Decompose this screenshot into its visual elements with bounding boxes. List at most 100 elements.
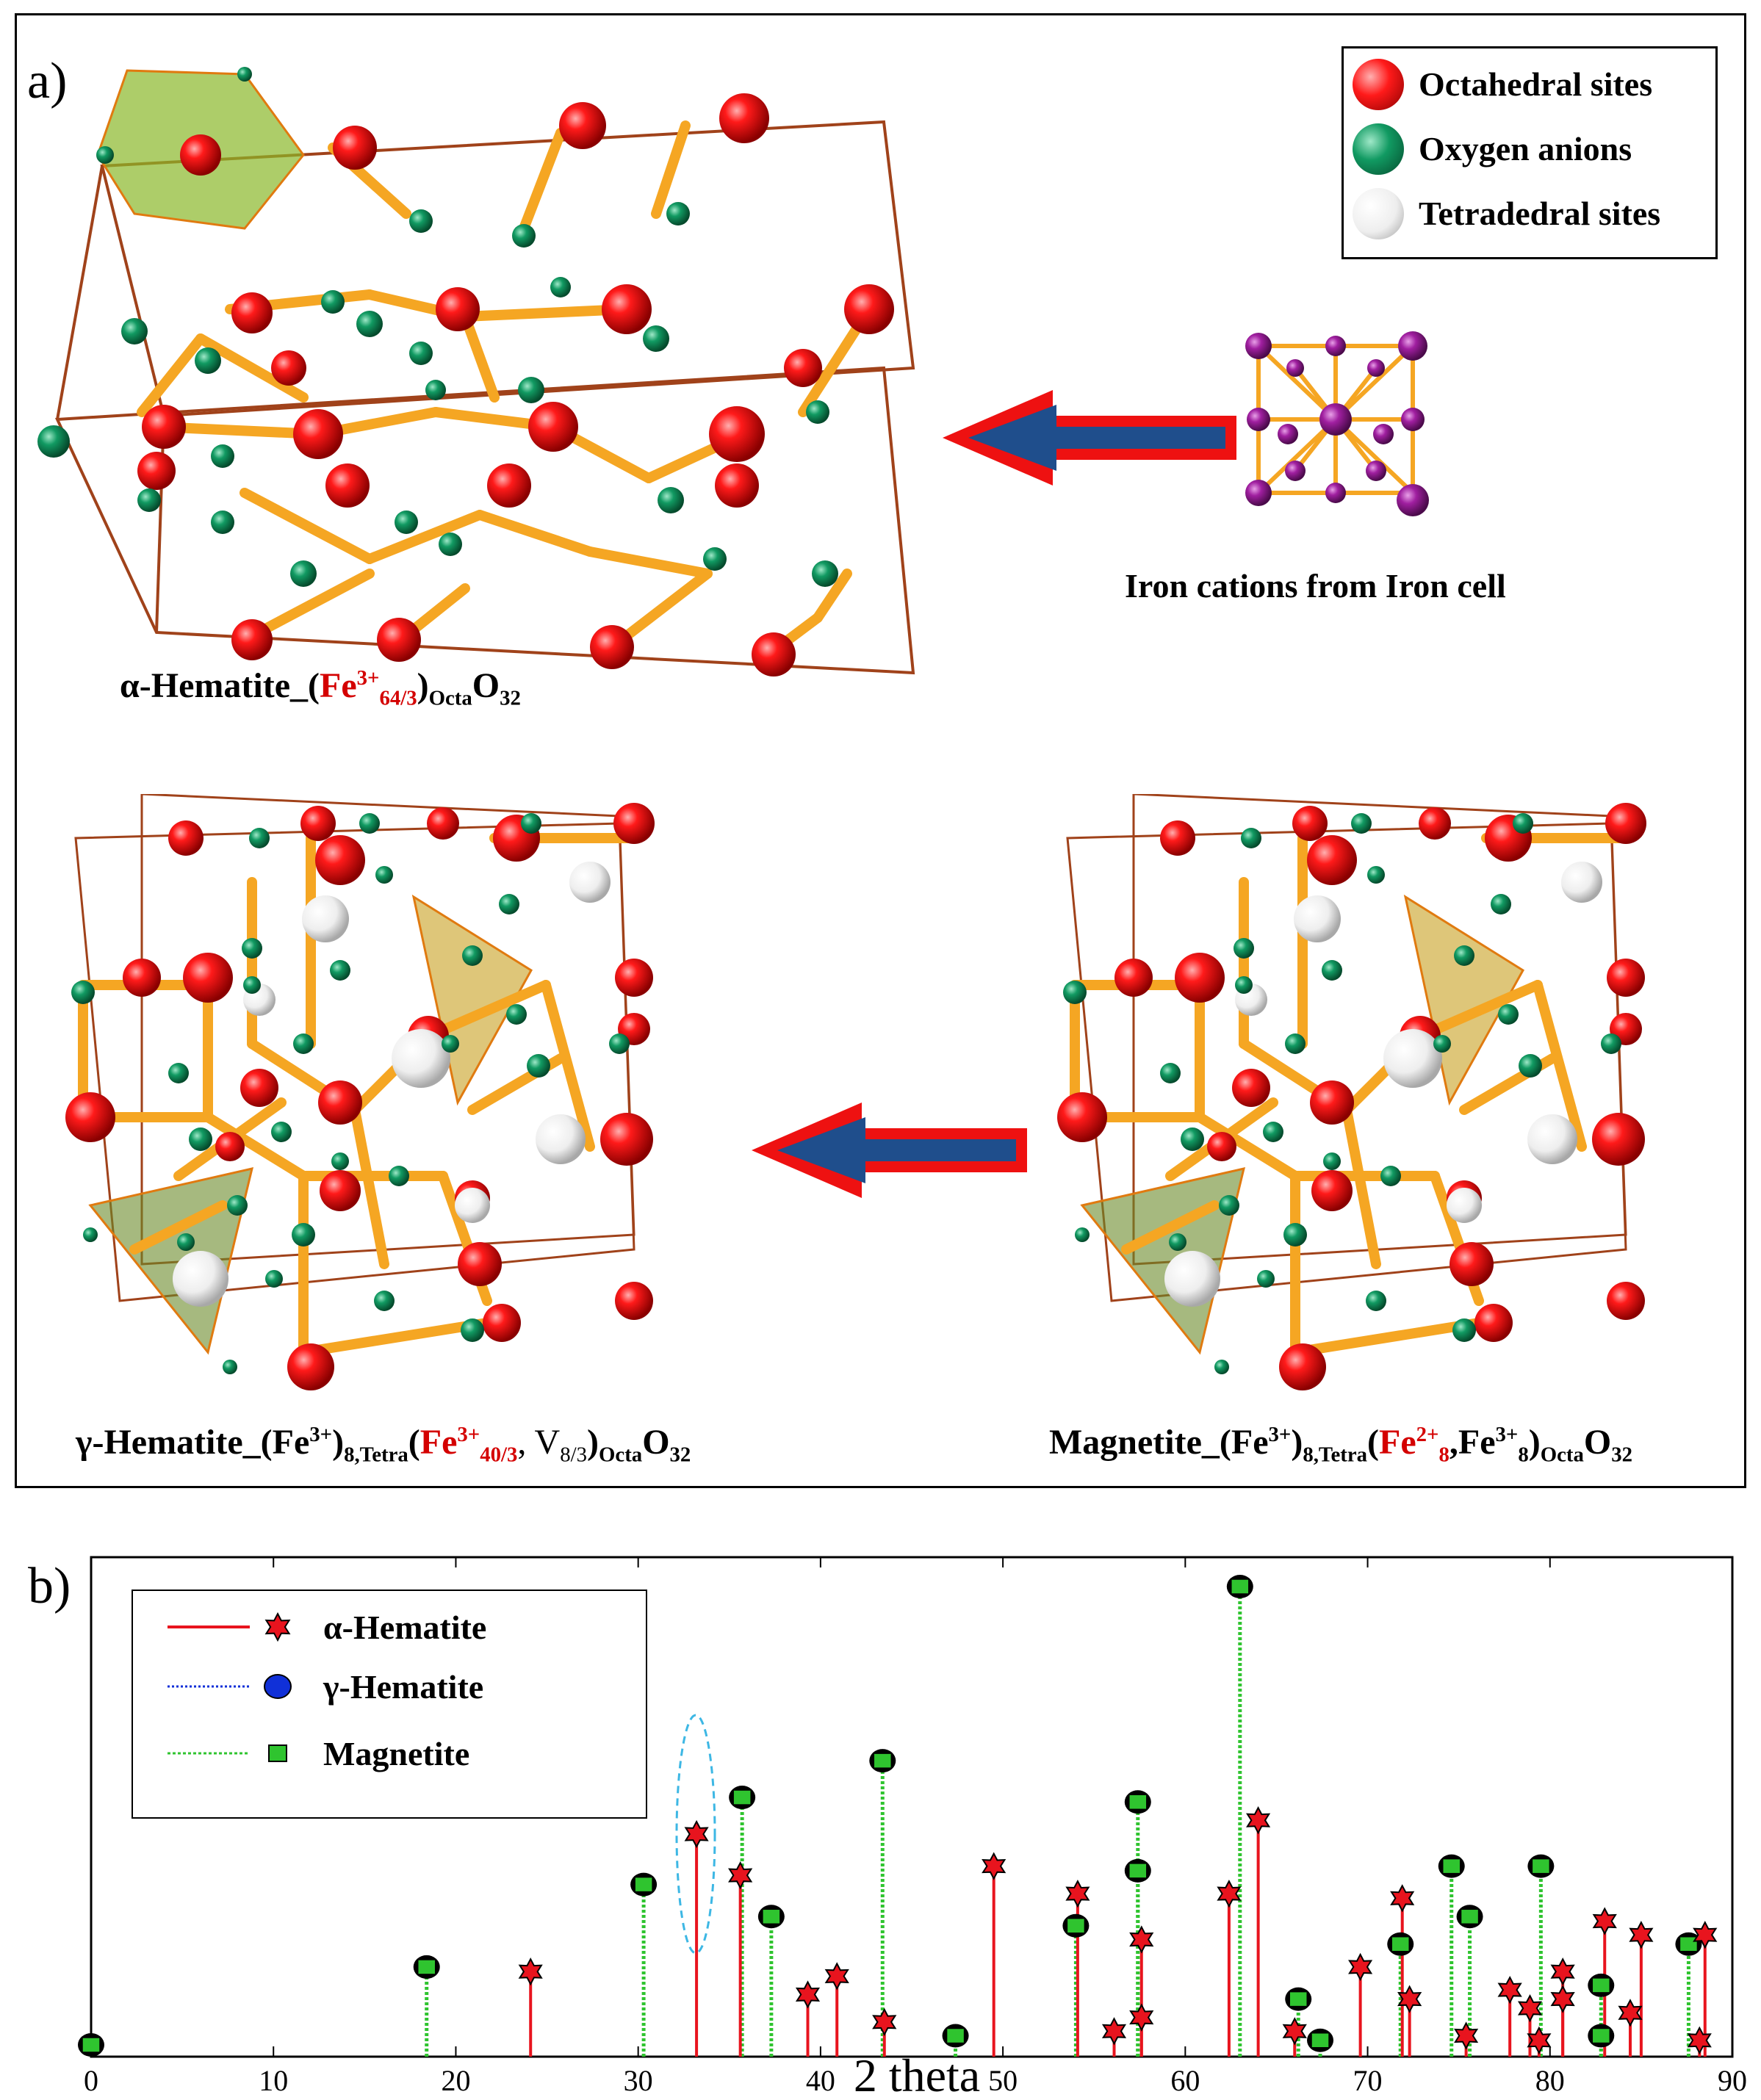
mag-o: O <box>1583 1423 1612 1462</box>
x-tick-label: 70 <box>1353 2064 1383 2097</box>
mag-o-sub: 32 <box>1611 1443 1633 1467</box>
magnetite-marker <box>1128 1794 1148 1811</box>
mag-tetra: 8,Tetra <box>1303 1443 1368 1467</box>
iron-cell-structure <box>1245 331 1429 516</box>
alpha-hematite-marker <box>1397 1985 1422 2013</box>
magnetite-marker <box>1311 2032 1330 2049</box>
alpha-hematite-marker <box>1390 1884 1415 1913</box>
legend-tetrahedral: Tetradedral sites <box>1344 184 1715 242</box>
alpha-hematite-marker <box>1550 1958 1575 1986</box>
alpha-hematite-marker <box>1497 1975 1522 2005</box>
alpha-hematite-marker <box>1246 1806 1271 1835</box>
x-tick-label: 40 <box>806 2064 835 2097</box>
x-tick-label: 10 <box>259 2064 288 2097</box>
gamma-hematite-caption: γ-Hematite_(Fe3+)8,Tetra(Fe3+40/3, V8/3)… <box>76 1422 691 1468</box>
alpha-hematite-marker <box>1348 1952 1373 1982</box>
alpha-hematite-marker <box>824 1962 849 1991</box>
legend-oxygen: Oxygen anions <box>1344 119 1715 178</box>
alpha-hematite-caption: α-Hematite_(Fe3+64/3)OctaO32 <box>120 665 521 711</box>
legend-octahedral-label: Octahedral sites <box>1419 65 1653 103</box>
alpha-close: ) <box>417 666 429 705</box>
gamma-tetra: 8,Tetra <box>344 1443 408 1467</box>
gamma-octa: Octa <box>599 1443 643 1467</box>
mag-sup1: 3+ <box>1268 1423 1292 1446</box>
alpha-hematite-marker <box>872 2007 897 2036</box>
magnetite-marker <box>1679 1935 1699 1952</box>
gamma-fe-sup: 3+ <box>457 1423 480 1446</box>
magnetite-marker <box>417 1959 436 1975</box>
alpha-fe: Fe <box>320 666 357 705</box>
panel-b-label: b) <box>28 1558 71 1614</box>
magnetite-marker <box>1460 1908 1480 1925</box>
magnetite-marker <box>1591 2027 1611 2044</box>
x-tick-label: 80 <box>1535 2064 1565 2097</box>
gamma-sup1: 3+ <box>309 1423 333 1446</box>
arrow-left-bottom-icon <box>752 1103 1027 1198</box>
x-tick-label: 0 <box>84 2064 98 2097</box>
alpha-hematite-marker <box>684 1819 709 1849</box>
alpha-hematite-marker <box>1629 1921 1654 1949</box>
gamma-fe: Fe <box>419 1423 458 1462</box>
legend-oxygen-label: Oxygen anions <box>1419 130 1632 167</box>
alpha-hematite-marker <box>795 1980 821 2009</box>
magnetite-marker <box>762 1908 781 1925</box>
magnetite-structure <box>1057 794 1646 1390</box>
panel-a-frame: a) <box>15 13 1746 1488</box>
gamma-o-sub: 32 <box>669 1443 691 1467</box>
iron-cell-label: Iron cations from Iron cell <box>1125 567 1506 605</box>
alpha-hematite-marker <box>728 1861 753 1890</box>
mag-close2: ) <box>1528 1423 1541 1462</box>
magnetite-marker <box>1391 1935 1410 1952</box>
mag-fe-sub: 8 <box>1438 1443 1450 1467</box>
alpha-hematite-marker <box>264 1612 291 1642</box>
highlight-ellipse <box>675 1714 716 1955</box>
mag-prefix: Magnetite_(Fe <box>1049 1423 1269 1462</box>
arrow-left-top-icon <box>943 390 1236 486</box>
panel-a-label: a) <box>27 53 68 109</box>
panel-a-legend: Octahedral sites Oxygen anions Tetradedr… <box>1342 46 1718 259</box>
alpha-hematite-marker <box>1618 1999 1643 2027</box>
legend-tetrahedral-label: Tetradedral sites <box>1419 195 1661 232</box>
legend-entry-label: Magnetite <box>323 1735 469 1772</box>
mag-fe-sup: 2+ <box>1416 1423 1439 1446</box>
magnetite-marker <box>1128 1863 1148 1879</box>
legend-octahedral: Octahedral sites <box>1344 54 1715 113</box>
alpha-hematite-marker <box>1217 1879 1242 1908</box>
legend-entry-label: γ-Hematite <box>323 1668 483 1706</box>
alpha-hematite-marker <box>1282 2017 1307 2046</box>
x-tick-label: 30 <box>624 2064 653 2097</box>
gamma-fe-sub: 40/3 <box>480 1443 518 1467</box>
alpha-octa: Octa <box>428 686 472 710</box>
alpha-prefix: α-Hematite_( <box>120 666 320 705</box>
alpha-fe-sub: 64/3 <box>379 686 417 710</box>
magnetite-marker <box>1289 1991 1308 2007</box>
alpha-o: O <box>472 666 500 705</box>
x-tick-label: 60 <box>1170 2064 1200 2097</box>
alpha-hematite-marker <box>1592 1907 1617 1935</box>
mag-sub3: 8 <box>1518 1443 1529 1467</box>
x-axis-label: 2 theta <box>854 2049 980 2100</box>
magnetite-marker <box>946 2027 965 2044</box>
magnetite-marker <box>1531 1858 1551 1875</box>
gamma-hematite-structure <box>65 794 655 1390</box>
octahedral-site-icon <box>1353 59 1404 110</box>
mag-sep: ,Fe <box>1449 1423 1496 1462</box>
gamma-prefix: γ-Hematite_(Fe <box>76 1423 310 1462</box>
alpha-hematite-marker <box>1065 1879 1090 1908</box>
mag-fe: Fe <box>1379 1423 1416 1462</box>
alpha-fe-sup: 3+ <box>356 666 380 690</box>
gamma-vac-sub: 8/3 <box>560 1443 588 1467</box>
magnetite-caption: Magnetite_(Fe3+)8,Tetra(Fe2+8,Fe3+8)Octa… <box>1049 1422 1632 1468</box>
gamma-close1: ) <box>332 1423 345 1462</box>
gamma-close2: ) <box>587 1423 599 1462</box>
magnetite-marker <box>873 1753 893 1769</box>
legend-gamma-marker <box>264 1674 292 1699</box>
mag-open2: ( <box>1367 1423 1380 1462</box>
alpha-hematite-marker <box>1527 2026 1552 2054</box>
magnetite-marker <box>1591 1977 1611 1993</box>
gamma-vac: , V <box>517 1423 561 1462</box>
alpha-hematite-marker <box>1101 2017 1127 2046</box>
alpha-hematite-marker <box>518 1958 543 1986</box>
